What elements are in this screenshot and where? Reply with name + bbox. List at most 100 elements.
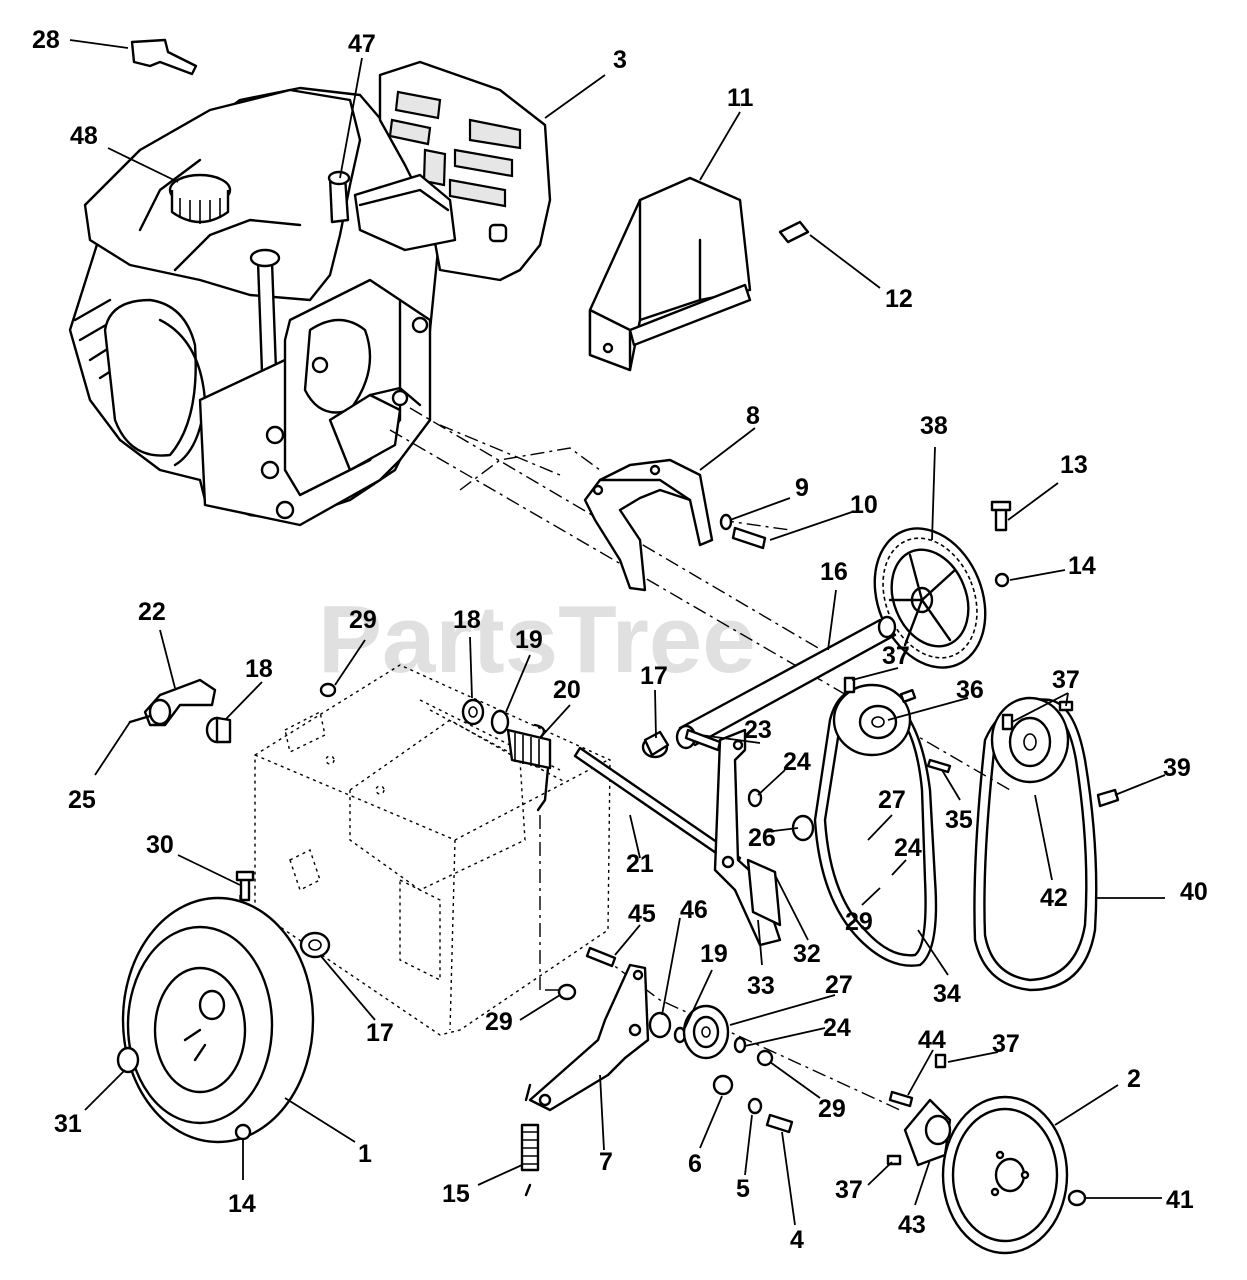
part-14-nut-upper — [994, 572, 1010, 588]
part-44-screw — [888, 1090, 914, 1108]
part-37-set-screw-b — [899, 688, 917, 704]
part-18-bushing-left — [205, 716, 232, 744]
part-48-fuel-cap — [168, 173, 232, 224]
callout-45: 45 — [628, 900, 656, 928]
part-6-spacer — [712, 1074, 734, 1096]
engine-assembly — [68, 60, 552, 527]
callout-37: 37 — [992, 1030, 1020, 1058]
callout-47: 47 — [348, 30, 376, 58]
callout-11: 11 — [727, 84, 754, 112]
callout-18: 18 — [245, 655, 273, 683]
callout-21: 21 — [626, 850, 654, 878]
callout-37: 37 — [882, 642, 910, 670]
watermark: PartsTree — [318, 586, 756, 693]
part-28-key — [130, 38, 198, 76]
callout-20: 20 — [553, 676, 581, 704]
callout-29: 29 — [818, 1095, 846, 1123]
callout-5: 5 — [736, 1175, 750, 1203]
part-39-key — [1096, 788, 1120, 808]
leader-lines — [69, 39, 1166, 1226]
part-17-bushing-top — [641, 730, 670, 759]
part-12-screw — [778, 220, 810, 244]
callout-18: 18 — [453, 606, 481, 634]
callout-14: 14 — [1068, 552, 1096, 580]
part-29-nut-lower-right — [756, 1049, 774, 1067]
part-38-gear — [873, 527, 987, 669]
frame-housing — [254, 664, 611, 1036]
callout-27: 27 — [825, 971, 853, 999]
part-18-bushing-right — [461, 698, 485, 726]
part-41-nut — [1067, 1189, 1087, 1207]
part-35-key — [926, 758, 952, 774]
callout-46: 46 — [680, 896, 708, 924]
part-47-primer — [327, 170, 351, 224]
part-11-belt-cover — [588, 176, 752, 372]
callout-2: 2 — [1127, 1065, 1141, 1093]
callout-29: 29 — [485, 1008, 513, 1036]
callout-39: 39 — [1163, 754, 1191, 782]
callout-14: 14 — [228, 1190, 256, 1218]
part-30-bolt — [235, 870, 255, 902]
callout-8: 8 — [746, 402, 760, 430]
callout-12: 12 — [885, 285, 913, 313]
part-3-shroud — [378, 60, 552, 282]
part-31-cap — [116, 1046, 140, 1074]
part-24-washer-a — [747, 788, 763, 808]
callout-48: 48 — [70, 122, 98, 150]
part-13-screw — [990, 500, 1012, 532]
callout-28: 28 — [32, 26, 60, 54]
part-25-pin — [128, 714, 152, 724]
callout-19: 19 — [515, 626, 543, 654]
part-19-washer-top — [490, 709, 510, 735]
part-37-set-screw-c — [1001, 713, 1014, 731]
callout-10: 10 — [850, 491, 878, 519]
part-7-bracket — [528, 963, 650, 1112]
callout-43: 43 — [898, 1211, 926, 1239]
callout-16: 16 — [820, 558, 848, 586]
part-4-bolt — [765, 1113, 794, 1134]
part-45-bolt — [585, 946, 617, 968]
part-17-bushing-lower — [299, 931, 331, 959]
callout-41: 41 — [1166, 1186, 1194, 1214]
part-15-spring — [520, 1083, 540, 1197]
callout-3: 3 — [613, 46, 627, 74]
callout-15: 15 — [442, 1180, 470, 1208]
callout-19: 19 — [700, 940, 728, 968]
callout-33: 33 — [747, 972, 775, 1000]
part-37-set-screw-a — [843, 676, 856, 694]
part-callouts: 28 47 3 11 48 12 8 38 13 9 10 16 14 22 2… — [32, 26, 1208, 1254]
callout-29: 29 — [845, 908, 873, 936]
callout-26: 26 — [748, 824, 776, 852]
part-22-lever — [143, 678, 217, 727]
part-23-bolt — [684, 728, 722, 752]
callout-34: 34 — [933, 980, 961, 1008]
callout-31: 31 — [54, 1110, 82, 1138]
callout-30: 30 — [146, 831, 174, 859]
part-14-nut-lower — [234, 1123, 252, 1141]
callout-37: 37 — [835, 1176, 863, 1204]
callout-37: 37 — [1052, 666, 1080, 694]
part-20-spring — [506, 723, 552, 812]
callout-29: 29 — [349, 606, 377, 634]
part-2-pulley — [941, 1095, 1069, 1255]
part-36-pulley — [832, 683, 912, 757]
callout-9: 9 — [795, 474, 809, 502]
callout-17: 17 — [640, 662, 668, 690]
callout-32: 32 — [793, 940, 821, 968]
callout-44: 44 — [918, 1026, 946, 1054]
callout-24: 24 — [783, 748, 811, 776]
part-1-wheel — [121, 896, 315, 1144]
callout-38: 38 — [920, 412, 948, 440]
callout-24: 24 — [894, 834, 922, 862]
callout-1: 1 — [358, 1140, 372, 1168]
callout-22: 22 — [138, 598, 166, 626]
part-8-bracket — [583, 458, 714, 592]
callout-25: 25 — [68, 786, 96, 814]
part-32-plate — [746, 858, 782, 927]
callout-13: 13 — [1060, 451, 1088, 479]
callout-36: 36 — [956, 676, 984, 704]
part-29-nut-top — [319, 682, 337, 698]
callout-4: 4 — [790, 1226, 804, 1254]
part-5-washer — [747, 1097, 763, 1115]
callout-35: 35 — [945, 806, 973, 834]
